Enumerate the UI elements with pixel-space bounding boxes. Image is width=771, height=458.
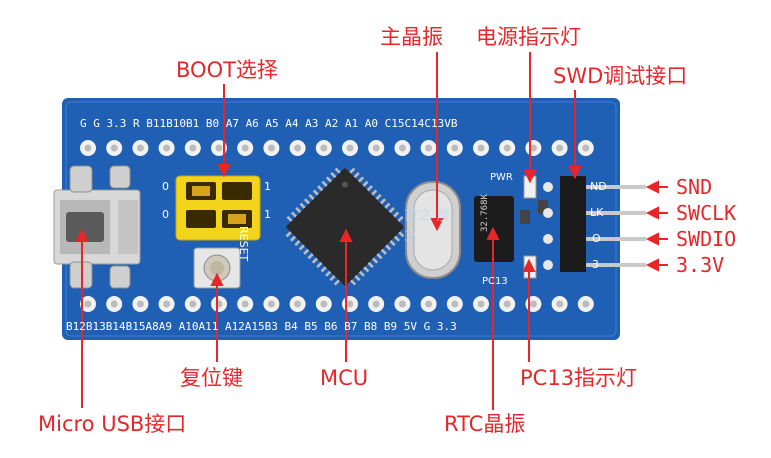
pin-hole	[268, 145, 275, 152]
pin-hole	[85, 145, 92, 152]
top-pin-labels: G G 3.3 R B11B10B1 B0 A7 A6 A5 A4 A3 A2 …	[80, 117, 458, 130]
pin-hole	[163, 301, 170, 308]
boot-one-label-2: 1	[264, 208, 271, 221]
callout-swd: SWD调试接口	[553, 66, 687, 87]
pwr-silk-label: PWR	[490, 172, 513, 183]
swd-clk-silk: LK	[590, 206, 603, 219]
pin-hole	[294, 145, 301, 152]
pin-hole	[373, 301, 380, 308]
pin-hole	[425, 145, 432, 152]
pin-hole	[530, 301, 537, 308]
pin-hole	[137, 301, 144, 308]
rtc-crystal-marking: 32.768K	[480, 194, 490, 232]
pin-hole	[451, 145, 458, 152]
callout-swdio: SWDIO	[676, 229, 736, 249]
pin-hole	[478, 301, 485, 308]
pin-hole	[399, 145, 406, 152]
callout-boot: BOOT选择	[176, 60, 278, 81]
pin-hole	[320, 145, 327, 152]
pin-hole	[582, 145, 589, 152]
callout-rtc: RTC晶振	[444, 414, 525, 435]
pin-hole	[189, 145, 196, 152]
pin-hole	[399, 301, 406, 308]
watermark: 首之 彦立	[404, 206, 464, 246]
pin-hole	[451, 301, 458, 308]
swd-3v-silk: 3	[592, 258, 599, 271]
pin-hole	[242, 301, 249, 308]
boot-zero-label-2: 0	[162, 208, 169, 221]
pin-hole	[347, 301, 354, 308]
pin-hole	[189, 301, 196, 308]
callout-pc13-led: PC13指示灯	[520, 368, 637, 389]
pin-hole	[268, 301, 275, 308]
callout-mcu: MCU	[320, 368, 368, 389]
pin-hole	[347, 145, 354, 152]
boot-one-label-1: 1	[264, 180, 271, 193]
pin-hole	[504, 145, 511, 152]
pin-hole	[242, 145, 249, 152]
reset-silk-label: RESET	[237, 226, 250, 261]
pin-hole	[320, 301, 327, 308]
pin-hole	[137, 145, 144, 152]
callout-reset: 复位键	[180, 368, 243, 389]
pin-hole	[163, 145, 170, 152]
bottom-pin-labels: B12B13B14B15A8A9 A10A11 A12A15B3 B4 B5 B…	[66, 320, 457, 333]
pin-hole	[478, 145, 485, 152]
pin-hole	[216, 145, 223, 152]
pc13-silk-label: PC13	[482, 276, 508, 287]
callout-snd: SND	[676, 177, 712, 197]
pin-hole	[504, 301, 511, 308]
pin-hole	[111, 301, 118, 308]
callout-swclk: SWCLK	[676, 203, 736, 223]
pin-hole	[111, 145, 118, 152]
callout-micro-usb: Micro USB接口	[38, 414, 186, 435]
callout-main-crystal: 主晶振	[380, 27, 443, 48]
pin-hole	[425, 301, 432, 308]
boot-zero-label-1: 0	[162, 180, 169, 193]
pin-hole	[556, 145, 563, 152]
pin-hole	[373, 145, 380, 152]
pin-hole	[85, 301, 92, 308]
pin-hole	[294, 301, 301, 308]
callout-power-led: 电源指示灯	[476, 27, 581, 48]
swd-io-silk: O	[592, 232, 601, 245]
callout-3v3: 3.3V	[676, 255, 724, 275]
swd-gnd-silk: ND	[590, 180, 607, 193]
pin-hole	[556, 301, 563, 308]
pin-hole	[582, 301, 589, 308]
